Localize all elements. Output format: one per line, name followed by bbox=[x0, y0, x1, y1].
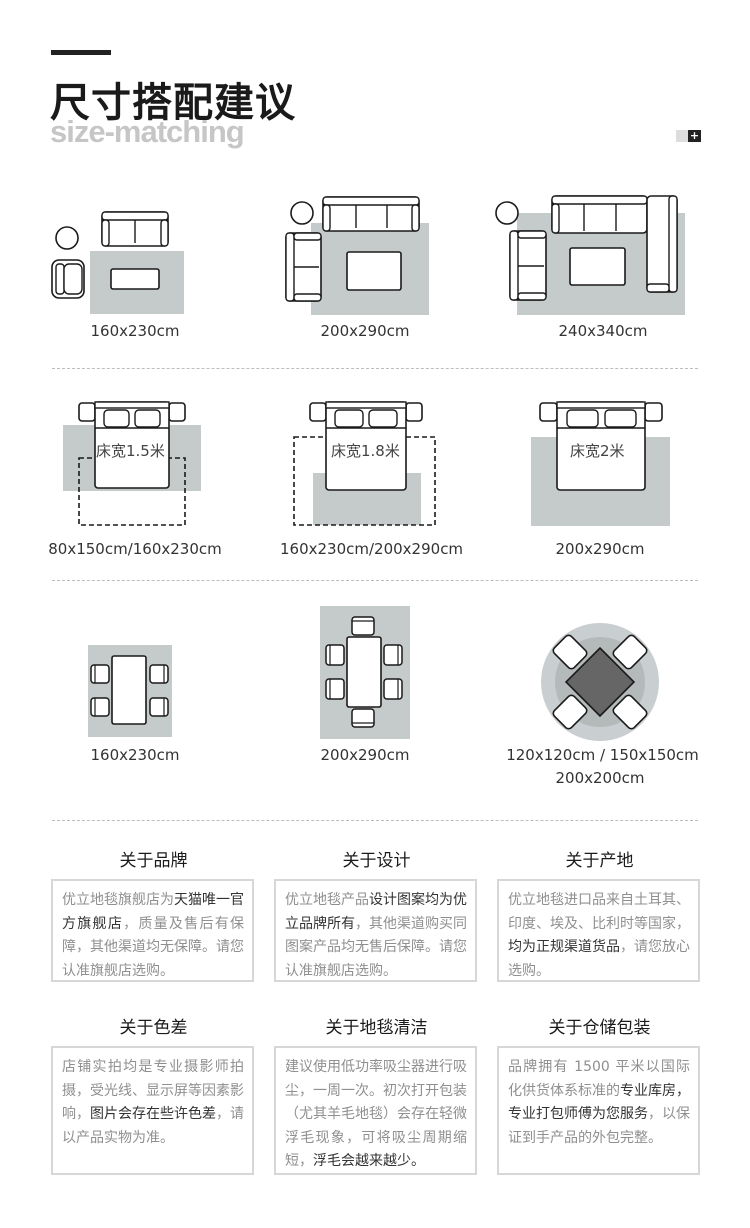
dining-size-label-3: 120x120cm / 150x150cm bbox=[506, 746, 699, 764]
info-box-cleaning: 建议使用低功率吸尘器进行吸尘，一周一次。初次打开包装（尤其羊毛地毯）会存在轻微浮… bbox=[274, 1046, 477, 1175]
body-text: ，请您放心选购。 bbox=[508, 939, 690, 979]
body-text: 建议使用低功率吸尘器进行吸尘，一周一次。初次打开包装（尤其羊毛地毯）会存在轻微浮… bbox=[285, 1059, 467, 1169]
sofa-size-label-1: 160x230cm bbox=[90, 322, 180, 340]
bed-label-1: 床宽1.5米 bbox=[96, 442, 165, 460]
body-text: 优立地毯旗舰店为 bbox=[62, 892, 174, 908]
body-text: ，以保证到手产品的外包完整。 bbox=[508, 1106, 690, 1146]
dining-size-label-4: 200x200cm bbox=[555, 769, 645, 787]
highlight-text: 天猫唯一官方旗舰店 bbox=[62, 892, 244, 932]
section-title-color: 关于色差 bbox=[119, 1018, 188, 1038]
sofa-diagram-small bbox=[51, 211, 184, 314]
bed-diagram-1-8m bbox=[293, 401, 436, 526]
section-title-origin: 关于产地 bbox=[565, 851, 634, 871]
highlight-text: 专业库房，专业打包师傅为您服务 bbox=[508, 1082, 690, 1123]
bed-size-label-3: 200x290cm bbox=[555, 540, 645, 558]
bed-size-label-2: 160x230cm/200x290cm bbox=[280, 540, 464, 558]
info-box-design: 优立地毯产品设计图案均为优立品牌所有，其他渠道购买同图案产品均无售后保障。请您认… bbox=[274, 879, 477, 982]
body-text: ，请以产品实物为准。 bbox=[62, 1106, 244, 1146]
dining-diagram-small bbox=[88, 645, 172, 737]
page-title: 尺寸搭配建议 bbox=[50, 80, 296, 126]
body-text: ，其他渠道购买同图案产品均无售后保障。请您认准旗舰店选购。 bbox=[285, 915, 467, 979]
highlight-text: 浮毛会越来越少。 bbox=[313, 1153, 425, 1169]
bed-label-2: 床宽1.8米 bbox=[331, 442, 400, 460]
highlight-text: 均为正规渠道货品 bbox=[508, 939, 620, 955]
dining-size-label-2: 200x290cm bbox=[320, 746, 410, 764]
sofa-diagram-large bbox=[495, 195, 685, 315]
dashed-divider bbox=[52, 580, 698, 581]
dashed-divider bbox=[52, 820, 698, 821]
bed-diagram-2m bbox=[531, 401, 670, 526]
info-box-brand: 优立地毯旗舰店为天猫唯一官方旗舰店，质量及售后有保障，其他渠道均无保障。请您认准… bbox=[51, 879, 254, 982]
dining-diagram-medium bbox=[320, 606, 410, 739]
bed-label-3: 床宽2米 bbox=[570, 442, 625, 460]
bed-diagram-1-5m bbox=[63, 401, 201, 526]
body-text: 品牌拥有 1500 平米以国际化供货体系标准的 bbox=[508, 1059, 690, 1099]
page-subtitle: size-matching bbox=[50, 114, 245, 149]
sofa-size-label-3: 240x340cm bbox=[558, 322, 648, 340]
section-title-storage: 关于仓储包装 bbox=[548, 1018, 651, 1038]
body-text: 优立地毯产品 bbox=[285, 892, 369, 908]
info-box-origin: 优立地毯进口品来自土耳其、印度、埃及、比利时等国家， 均为正规渠道货品，请您放心选… bbox=[497, 879, 700, 982]
body-text: 店铺实拍均是专业摄影师拍摄，受光线、显示屏等因素影响， bbox=[62, 1059, 244, 1122]
body-text: ，质量及售后有保障，其他渠道均无保障。请您认准旗舰店选购。 bbox=[62, 915, 245, 979]
dashed-divider bbox=[52, 368, 698, 369]
section-title-cleaning: 关于地毯清洁 bbox=[325, 1018, 428, 1038]
sofa-size-label-2: 200x290cm bbox=[320, 322, 410, 340]
bed-size-label-1: 80x150cm/160x230cm bbox=[48, 540, 222, 558]
section-title-brand: 关于品牌 bbox=[119, 851, 188, 871]
highlight-text: 设计图案均为优立品牌所有 bbox=[285, 892, 467, 932]
dining-size-label-1: 160x230cm bbox=[90, 746, 180, 764]
highlight-text: 图片会存在些许色差 bbox=[90, 1106, 216, 1122]
plus-icon: + bbox=[676, 130, 701, 142]
dining-diagram-round bbox=[541, 623, 659, 741]
info-box-storage: 品牌拥有 1500 平米以国际化供货体系标准的专业库房，专业打包师傅为您服务，以… bbox=[497, 1046, 700, 1175]
body-text: 优立地毯进口品来自土耳其、印度、埃及、比利时等国家， bbox=[508, 892, 690, 932]
info-box-color: 店铺实拍均是专业摄影师拍摄，受光线、显示屏等因素影响，图片会存在些许色差，请以产… bbox=[51, 1046, 254, 1175]
title-accent-bar bbox=[51, 50, 111, 55]
section-title-design: 关于设计 bbox=[342, 851, 411, 871]
sofa-diagram-medium bbox=[285, 196, 429, 315]
